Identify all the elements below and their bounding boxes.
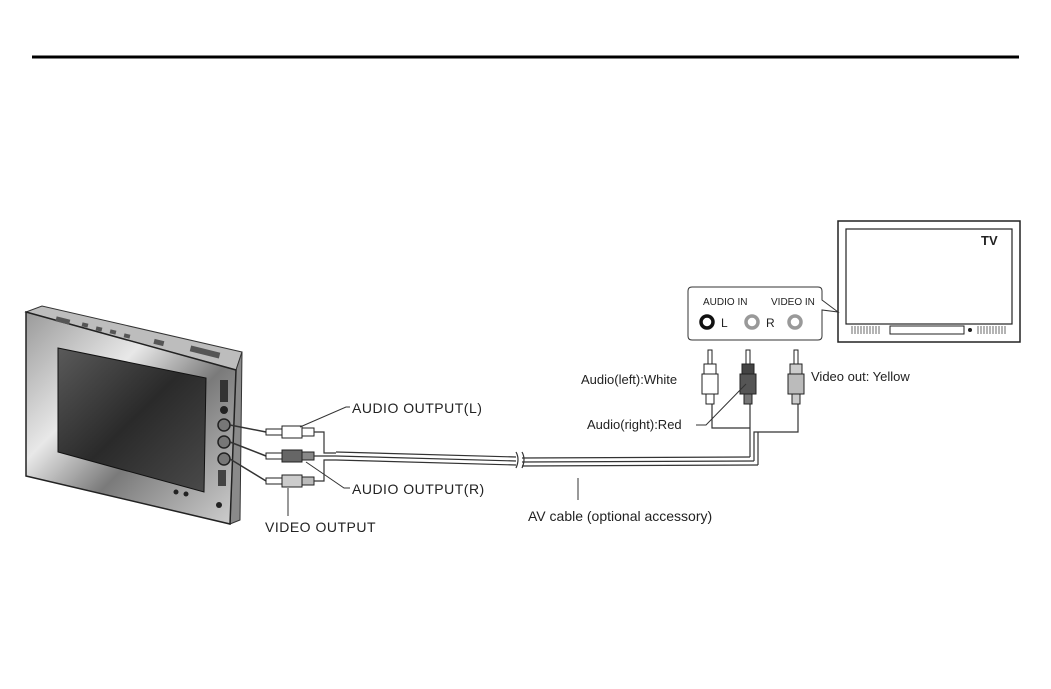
tv-input-panel: AUDIO IN VIDEO IN L R	[688, 287, 838, 340]
tv-control-panel	[890, 326, 964, 334]
plug-white-right	[702, 350, 718, 404]
plug-white-left	[266, 426, 314, 438]
tv-title: TV	[981, 233, 998, 248]
plug-red-left	[266, 450, 314, 462]
label-audio-output-l: AUDIO OUTPUT(L)	[352, 400, 482, 416]
audio-in-label: AUDIO IN	[703, 297, 747, 308]
plug-yellow-left	[266, 475, 314, 487]
label-video-out-yellow: Video out: Yellow	[811, 369, 910, 384]
label-audio-right-red: Audio(right):Red	[587, 417, 682, 432]
right-channel-label: R	[766, 316, 775, 330]
plug-yellow-right	[788, 350, 804, 404]
portable-player	[26, 306, 242, 524]
video-in-label: VIDEO IN	[771, 297, 815, 308]
right-rca-plugs	[702, 350, 804, 404]
left-rca-plugs	[230, 425, 314, 487]
left-channel-label: L	[721, 316, 728, 330]
tv-set: TV	[838, 221, 1020, 342]
audio-in-left-jack	[701, 316, 713, 328]
audio-in-right-jack	[746, 316, 758, 328]
plug-red-right	[740, 350, 756, 404]
label-video-output: VIDEO OUTPUT	[265, 519, 376, 535]
label-av-cable: AV cable (optional accessory)	[528, 508, 712, 524]
label-audio-output-r: AUDIO OUTPUT(R)	[352, 481, 485, 497]
video-in-jack	[789, 316, 801, 328]
label-audio-left-white: Audio(left):White	[581, 372, 677, 387]
